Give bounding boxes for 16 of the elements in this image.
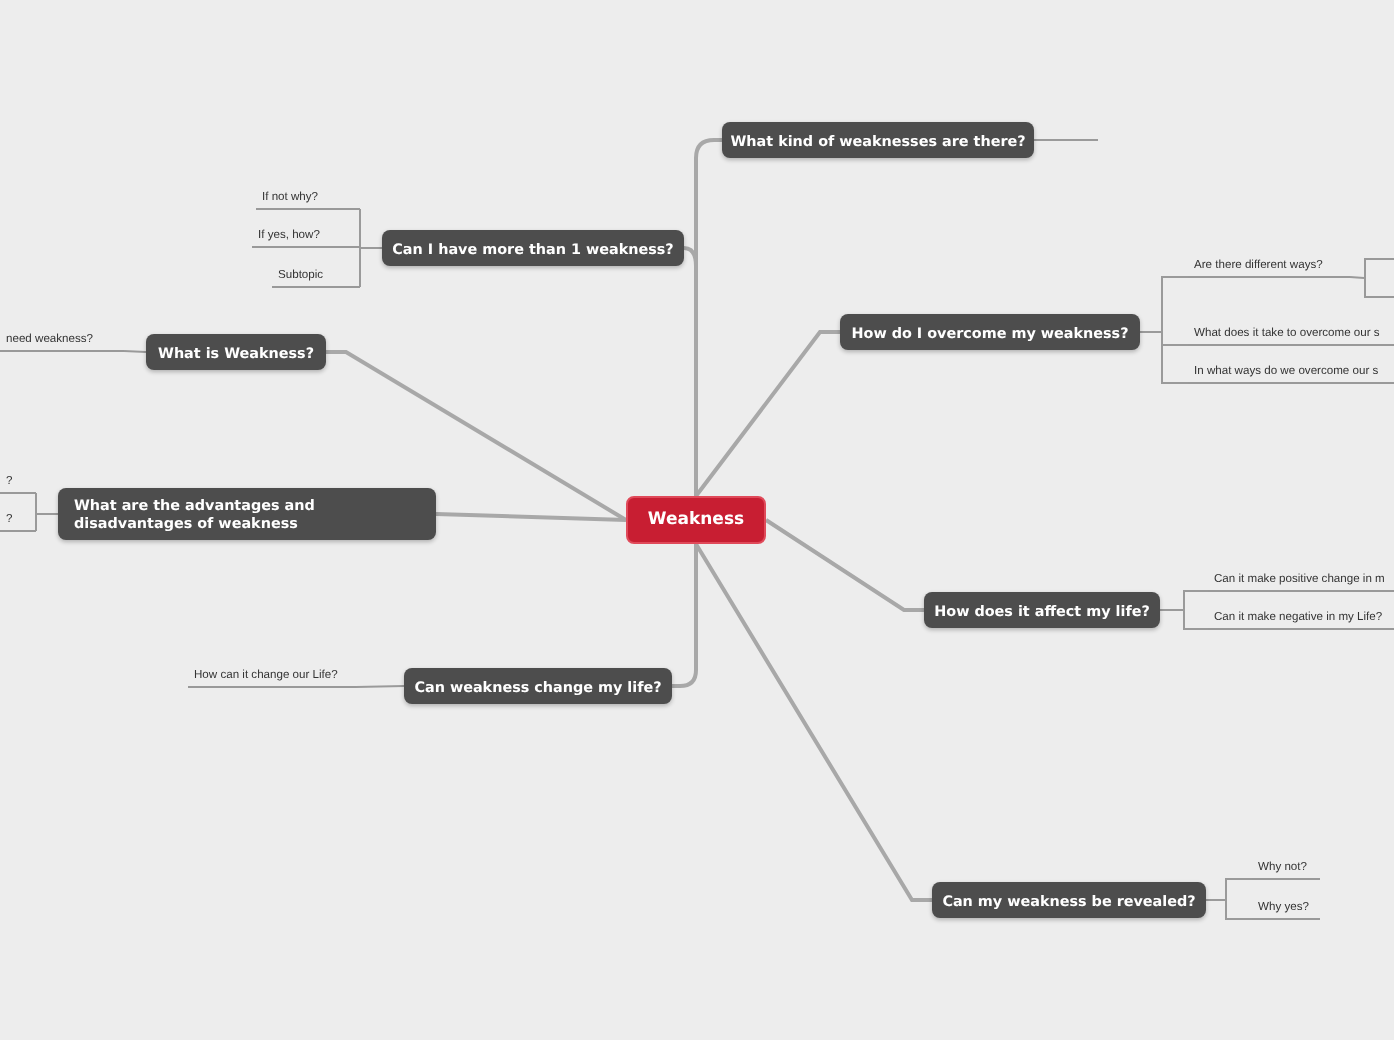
- connector-line: [326, 350, 628, 522]
- connector-line: [123, 350, 147, 353]
- connector-line: [694, 330, 840, 498]
- connector-line: [1205, 899, 1253, 920]
- connector-line: [1033, 139, 1099, 141]
- connector-line: [1349, 276, 1365, 279]
- connector-line: [764, 518, 924, 612]
- connector-line: [35, 513, 59, 532]
- connector-line: [359, 247, 383, 288]
- connector-line: [1159, 609, 1209, 630]
- central-topic-box: Weakness: [626, 496, 766, 544]
- connector-line: [694, 542, 932, 902]
- connector-line: [435, 512, 627, 522]
- connector-line: [1139, 331, 1189, 384]
- empty-subtopic-box: [1364, 258, 1394, 298]
- connector-line: [355, 685, 405, 688]
